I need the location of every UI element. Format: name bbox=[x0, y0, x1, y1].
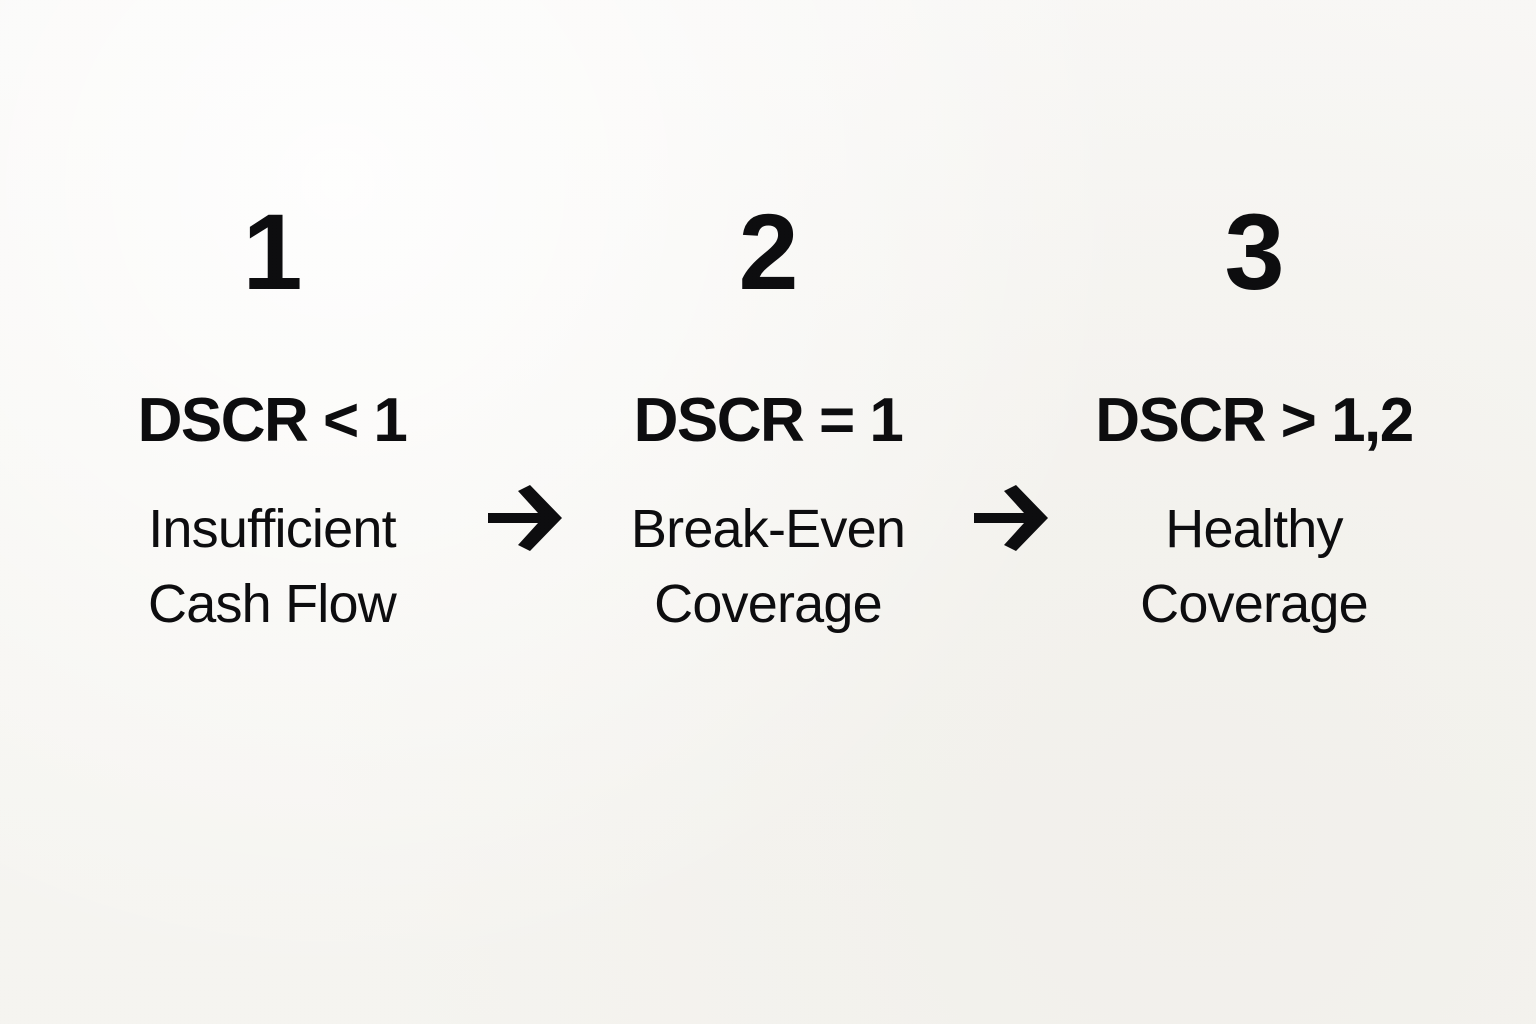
step-3-description-line-1: Healthy bbox=[1165, 499, 1343, 559]
arrow-right-icon bbox=[972, 483, 1050, 553]
step-2-description: Break-Even Coverage bbox=[548, 492, 988, 641]
step-1-heading: DSCR < 1 bbox=[137, 386, 408, 455]
step-2-number: 2 bbox=[738, 191, 798, 312]
step-3-heading: DSCR > 1,2 bbox=[1095, 386, 1414, 455]
step-1-description-line-2: Cash Flow bbox=[148, 573, 397, 634]
step-3-description: Healthy Coverage bbox=[1034, 492, 1474, 641]
step-1-description: Insufficient Cash Flow bbox=[52, 492, 492, 641]
step-1-description-line-1: Insufficient bbox=[148, 499, 396, 559]
step-1-number: 1 bbox=[242, 191, 302, 312]
step-3-description-line-2: Coverage bbox=[1140, 573, 1369, 634]
step-2-heading: DSCR = 1 bbox=[633, 386, 904, 455]
step-2-description-line-2: Coverage bbox=[654, 573, 883, 634]
arrow-right-icon bbox=[486, 483, 564, 553]
step-3-number: 3 bbox=[1224, 191, 1284, 312]
step-2-description-line-1: Break-Even bbox=[630, 499, 906, 559]
